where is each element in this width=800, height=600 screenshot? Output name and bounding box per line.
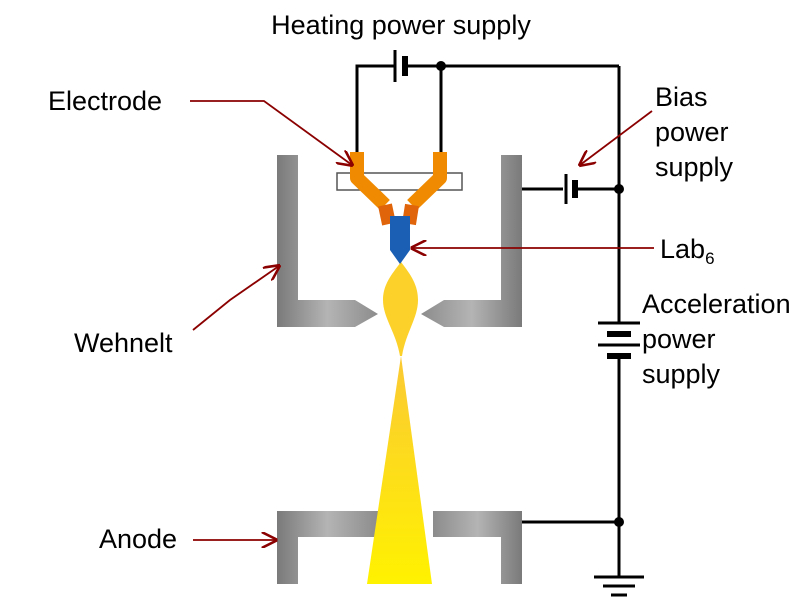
wehnelt-label: Wehnelt bbox=[74, 328, 173, 358]
anode-label: Anode bbox=[99, 524, 177, 554]
electrode-left-leg bbox=[350, 152, 390, 211]
bias-label-line2: power bbox=[655, 117, 729, 147]
anode-plate bbox=[277, 511, 522, 584]
junction-bias bbox=[614, 184, 624, 194]
wehnelt-left-half bbox=[277, 155, 378, 327]
electron-beam-lower-cone bbox=[367, 356, 432, 584]
junction-anode bbox=[614, 517, 624, 527]
lab6-crystal bbox=[390, 216, 410, 264]
anode-left-half bbox=[277, 511, 378, 584]
anode-right-half bbox=[433, 511, 522, 584]
acceleration-label-line2: power bbox=[642, 324, 716, 354]
wehnelt-arrow bbox=[192, 266, 279, 331]
electrode-assembly bbox=[350, 152, 447, 226]
bias-label-line3: supply bbox=[655, 152, 734, 182]
bias-label-line1: Bias bbox=[655, 82, 708, 112]
heating-wire-right bbox=[405, 64, 443, 153]
wehnelt-cylinder bbox=[277, 155, 522, 327]
heating-circuit bbox=[355, 50, 619, 153]
electrode-label: Electrode bbox=[48, 86, 162, 116]
electrode-right-leg bbox=[407, 152, 447, 211]
heating-wire-left bbox=[355, 64, 395, 153]
acceleration-label-line3: supply bbox=[642, 359, 721, 389]
bias-arrow bbox=[580, 110, 653, 165]
lab6-label-subscript: 6 bbox=[705, 249, 714, 268]
electrode-arrow bbox=[190, 100, 352, 165]
wehnelt-right-half bbox=[421, 155, 522, 327]
heating-supply-label: Heating power supply bbox=[271, 10, 531, 40]
electrode-left-tip bbox=[378, 203, 396, 226]
pointer-arrows bbox=[190, 100, 654, 540]
lab6-label-main: Lab bbox=[660, 234, 705, 264]
junction-heating bbox=[436, 61, 446, 71]
acceleration-label-line1: Acceleration bbox=[642, 289, 791, 319]
electron-beam-crossover bbox=[383, 262, 418, 356]
supply-bus bbox=[522, 66, 644, 597]
lab6-label: Lab6 bbox=[660, 234, 715, 268]
